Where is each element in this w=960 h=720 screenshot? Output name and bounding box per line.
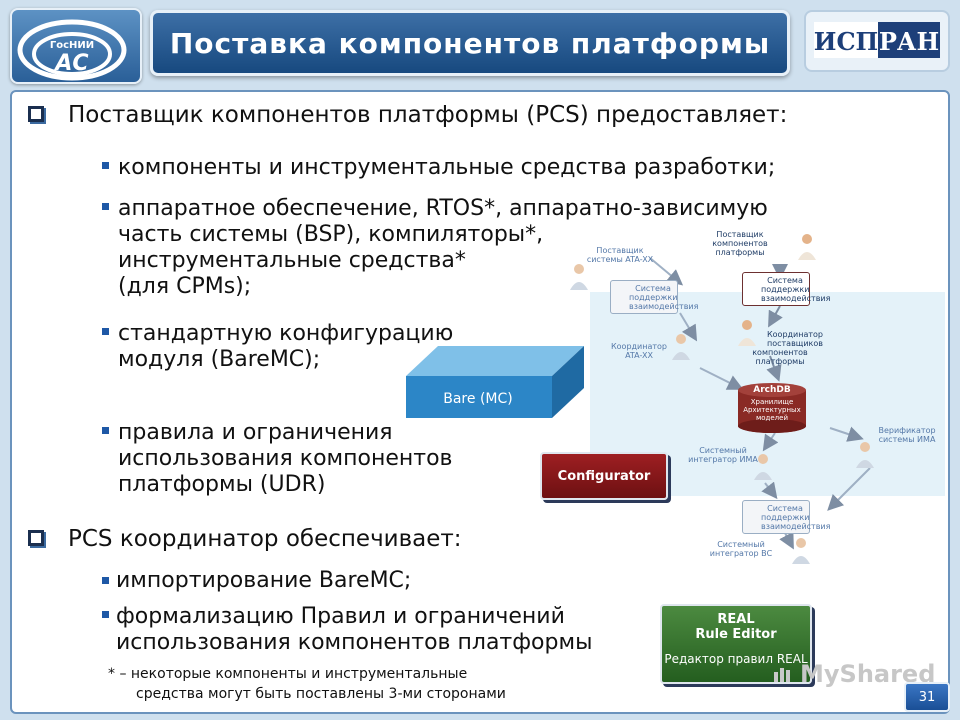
ispran-logo-icon: ИСП РАН [814,22,940,58]
supplier-ata-person-icon [570,264,588,290]
bullet-icon [102,611,109,618]
archdb-database-icon [738,383,806,433]
bullet-icon [102,162,109,169]
section2-heading: PCS координатор обеспечивает: [68,526,462,552]
bare-mc-box [406,346,584,418]
list-item: аппаратное обеспечение, RTOS*, аппаратно… [118,196,768,299]
verifier-person-icon [856,442,874,468]
page-title: Поставка компонентов платформы [169,26,771,60]
footnote: * – некоторые компоненты и инструменталь… [108,666,506,702]
watermark-logo-icon [772,664,796,684]
archdb-title: ArchDB [753,385,791,395]
list-item: компоненты и инструментальные средства р… [118,155,776,180]
svg-text:РАН: РАН [879,27,939,56]
workflow-arrows [649,257,871,550]
svg-text:ИСП: ИСП [814,27,878,56]
logo-left-top: ГосНИИ [50,40,94,51]
ispran-logo: ИСП РАН [804,10,950,72]
logo-left-bottom: АС [53,51,88,76]
coordinator-ata-person-icon [672,334,690,360]
list-item: формализацию Правил и ограничений исполь… [116,604,593,655]
bullet-icon [102,203,109,210]
integrator-ima-person-icon [754,454,772,480]
list-item: правила и ограничения использования комп… [118,420,453,497]
section1-heading: Поставщик компонентов платформы (PCS) пр… [68,102,788,128]
logo-emblem-icon: ГосНИИ АС [17,19,127,81]
bullet-icon [102,328,109,335]
gosnii-as-logo: ГосНИИ АС [10,8,142,84]
integrator-bc-person-icon [792,538,810,564]
bare-mc-label: Bare (MC) [443,391,513,407]
configurator-button[interactable]: Configurator [540,452,668,500]
coordinator-platform-person-icon [738,320,756,346]
list-item: импортирование BareMC; [116,568,412,593]
bullet-icon [102,427,109,434]
page-number: 31 [904,682,950,712]
real-rule-editor-button[interactable]: REAL Rule Editor Редактор правил REAL [660,604,812,684]
checkbox-bullet-icon [28,530,44,546]
title-bar: Поставка компонентов платформы [150,10,790,76]
checkbox-bullet-icon [28,106,44,122]
list-item: стандартную конфигурацию модуля (BareMC)… [118,321,454,372]
supplier-platform-person-icon [798,234,816,260]
bullet-icon [102,577,109,584]
